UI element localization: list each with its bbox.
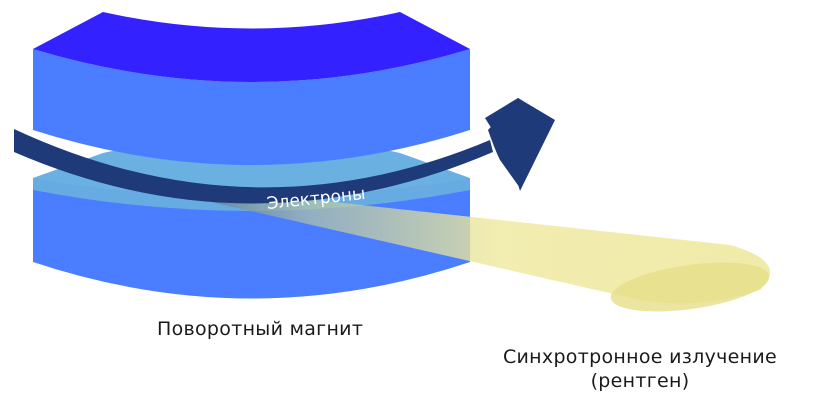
radiation-label-line1: Синхротронное излучение [502, 346, 778, 368]
radiation-beam [150, 182, 770, 312]
upper-magnet-side [33, 49, 470, 165]
electron-arrow [14, 98, 555, 204]
radiation-label-line2: (рентген) [590, 370, 690, 392]
magnet-label: Поворотный магнит [157, 318, 364, 340]
radiation-label: Синхротронное излучение (рентген) [490, 345, 790, 393]
upper-magnet [33, 12, 470, 165]
upper-magnet-top-face [33, 12, 470, 82]
beam-end-spot [610, 262, 770, 312]
lower-magnet-gap-band [33, 178, 470, 211]
